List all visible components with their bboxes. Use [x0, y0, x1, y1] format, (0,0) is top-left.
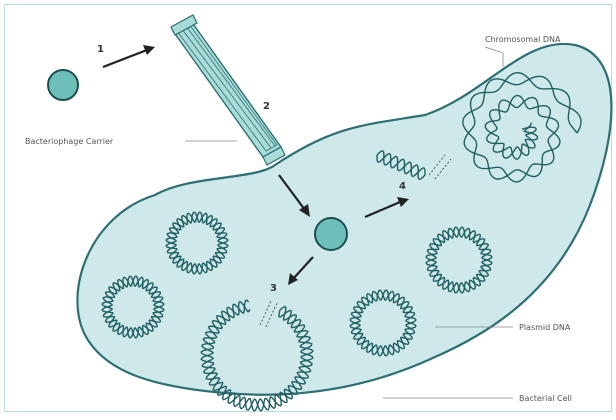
step-2-number: 2: [263, 101, 270, 112]
leader-chromosomal-dna: [485, 47, 503, 67]
label-bacterial-cell: Bacterial Cell: [519, 394, 572, 403]
step-1-number: 1: [97, 44, 104, 55]
arrow-step-1: [103, 50, 147, 67]
diagram-frame: 1 2 3 4 Chromosomal DNA Bacteriophage Ca…: [4, 4, 612, 412]
free-dna-particle: [48, 70, 78, 100]
step-4-number: 4: [399, 181, 406, 192]
transduction-diagram: 1 2 3 4 Chromosomal DNA Bacteriophage Ca…: [5, 5, 613, 413]
label-chromosomal-dna: Chromosomal DNA: [485, 35, 561, 44]
step-3-number: 3: [270, 283, 277, 294]
bacterial-cell-body: [77, 44, 611, 395]
bacteriophage-carrier: [171, 15, 285, 165]
injected-dna-particle: [315, 218, 347, 250]
label-bacteriophage-carrier: Bacteriophage Carrier: [25, 137, 114, 146]
label-plasmid-dna: Plasmid DNA: [519, 323, 571, 332]
